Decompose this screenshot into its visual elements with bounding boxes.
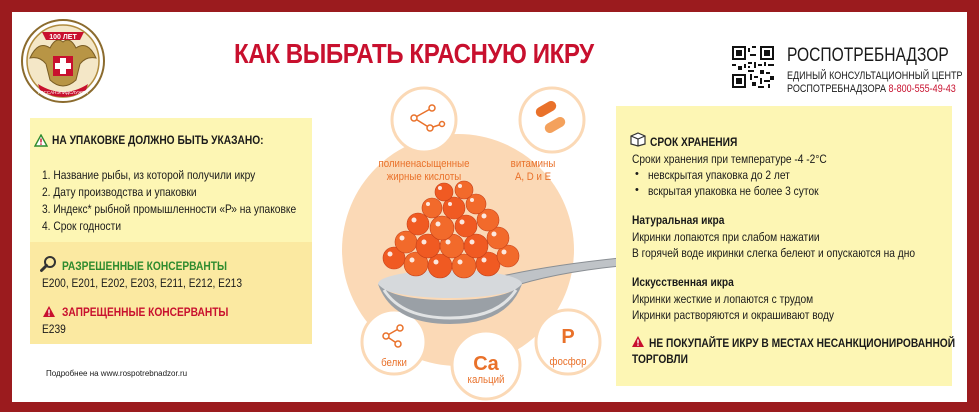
artificial-caviar-line: Икринки жесткие и лопаются с трудом <box>632 292 814 306</box>
warning-triangle-icon <box>43 306 55 317</box>
warning-line-2: ТОРГОВЛИ <box>632 352 688 366</box>
page-title: КАК ВЫБРАТЬ КРАСНУЮ ИКРУ <box>234 38 594 69</box>
agency-consulting-center: ЕДИНЫЙ КОНСУЛЬТАЦИОННЫЙ ЦЕНТР РОСПОТРЕБН… <box>787 70 962 96</box>
packaging-heading: НА УПАКОВКЕ ДОЛЖНО БЫТЬ УКАЗАНО: <box>52 133 264 147</box>
packaging-list: 1. Название рыбы, из которой получили ик… <box>42 167 296 235</box>
phosphorus-symbol: P <box>561 326 574 348</box>
storage-intro: Сроки хранения при температуре -4 -2°С <box>632 152 827 166</box>
vitamins-label: витамины А, D и Е <box>510 158 556 183</box>
permitted-preservatives-heading: РАЗРЕШЕННЫЕ КОНСЕРВАНТЫ <box>62 259 227 273</box>
forbidden-preservatives-heading: ЗАПРЕЩЕННЫЕ КОНСЕРВАНТЫ <box>62 305 229 319</box>
bullet-icon: • <box>635 168 639 180</box>
natural-caviar-line: В горячей воде икринки слегка белеют и о… <box>632 246 916 260</box>
logo-seal-text: ГОССАНЭПИДСЛУЖБА <box>38 90 88 95</box>
natural-caviar-heading: Натуральная икра <box>632 213 725 227</box>
forbidden-preservatives-list: Е239 <box>42 322 66 336</box>
bullet-icon: • <box>635 184 639 196</box>
poster: 100 ЛЕТ ГОССАНЭПИДСЛУЖБА КАК ВЫБРАТЬ КРА… <box>12 12 967 402</box>
warning-line-1: НЕ ПОКУПАЙТЕ ИКРУ В МЕСТАХ НЕСАНКЦИОНИРО… <box>649 336 956 350</box>
hotline-phone: 8-800-555-49-43 <box>888 83 956 95</box>
protein-molecule-icon <box>382 324 404 348</box>
artificial-caviar-heading: Искусственная икра <box>632 275 734 289</box>
permitted-preservatives-list: Е200, Е201, Е202, Е203, Е211, Е212, Е213 <box>42 276 243 290</box>
rospotrebnadzor-emblem: 100 ЛЕТ ГОССАНЭПИДСЛУЖБА <box>21 19 105 103</box>
storage-bullet: невскрытая упаковка до 2 лет <box>648 168 790 182</box>
storage-bullet: вскрытая упаковка не более 3 суток <box>648 184 819 198</box>
fatty-acids-label: полиненасыщенные жирные кислоты <box>378 158 470 183</box>
logo-anniversary-text: 100 ЛЕТ <box>49 34 77 41</box>
packaging-panel <box>30 118 312 242</box>
calcium-symbol: Ca <box>473 353 499 375</box>
packaging-item: 3. Индекс* рыбной промышленности «Р» на … <box>42 202 297 216</box>
magnifier-icon <box>40 256 56 272</box>
agency-name: РОСПОТРЕБНАДЗОР <box>787 45 949 66</box>
storage-info-panel <box>616 106 952 386</box>
artificial-caviar-line: Икринки растворяются и окрашивают воду <box>632 308 835 322</box>
phosphorus-label: фосфор <box>549 356 587 368</box>
agency-line-2: РОСПОТРЕБНАДЗОРА <box>787 83 887 95</box>
proteins-label: белки <box>381 357 407 369</box>
footnote-website: Подробнее на www.rospotrebnadzor.ru <box>46 369 188 378</box>
caviar-eggs <box>382 180 520 279</box>
warning-triangle-icon <box>632 336 644 347</box>
caviar-spoon-illustration: Ca P <box>342 86 621 401</box>
natural-caviar-line: Икринки лопаются при слабом нажатии <box>632 230 820 244</box>
box-icon <box>630 132 646 147</box>
molecule-icon <box>410 104 446 132</box>
capsule-icon <box>535 101 566 133</box>
packaging-item: 4. Срок годности <box>42 219 122 233</box>
storage-heading: СРОК ХРАНЕНИЯ <box>650 135 738 149</box>
packaging-item: 2. Дату производства и упаковки <box>42 185 197 199</box>
qr-code-icon <box>732 46 774 88</box>
warning-triangle-icon <box>34 134 48 147</box>
packaging-item: 1. Название рыбы, из которой получили ик… <box>42 168 256 182</box>
agency-line-1: ЕДИНЫЙ КОНСУЛЬТАЦИОННЫЙ ЦЕНТР <box>787 70 963 82</box>
preservatives-panel <box>30 242 312 344</box>
calcium-label: кальций <box>467 374 505 386</box>
